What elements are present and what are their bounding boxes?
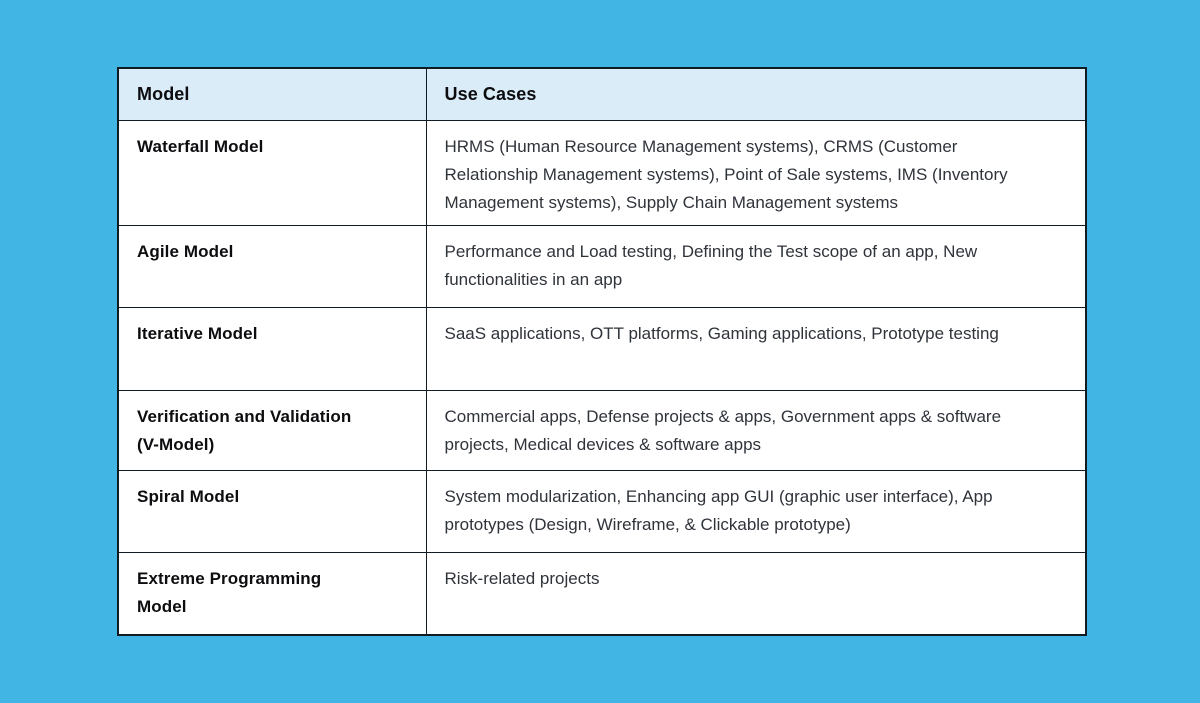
model-name: Spiral Model <box>137 486 240 506</box>
table-row: Spiral Model System modularization, Enha… <box>117 469 1087 553</box>
model-name: Verification and Validation (V-Model) <box>137 406 352 454</box>
use-cases-text: SaaS applications, OTT platforms, Gaming… <box>444 323 999 343</box>
use-cases-cell: System modularization, Enhancing app GUI… <box>425 469 1087 553</box>
column-header-use-cases: Use Cases <box>425 67 1087 121</box>
use-cases-cell: Risk-related projects <box>425 551 1087 636</box>
use-cases-cell: HRMS (Human Resource Management systems)… <box>425 119 1087 226</box>
header-row: Model Use Cases <box>117 67 1087 121</box>
model-cell: Spiral Model <box>117 469 427 553</box>
model-name: Extreme Programming Model <box>137 568 322 616</box>
use-cases-cell: Commercial apps, Defense projects & apps… <box>425 389 1087 471</box>
model-name: Agile Model <box>137 241 234 261</box>
model-name: Iterative Model <box>137 323 258 343</box>
column-header-model: Model <box>117 67 427 121</box>
model-cell: Agile Model <box>117 224 427 308</box>
column-header-use-cases-label: Use Cases <box>444 83 537 104</box>
sdlc-models-table: Model Use Cases Waterfall Model HRMS (Hu… <box>117 67 1087 636</box>
table-row: Iterative Model SaaS applications, OTT p… <box>117 306 1087 391</box>
model-cell: Verification and Validation (V-Model) <box>117 389 427 471</box>
table-row: Verification and Validation (V-Model) Co… <box>117 389 1087 471</box>
table-row: Agile Model Performance and Load testing… <box>117 224 1087 308</box>
model-cell: Waterfall Model <box>117 119 427 226</box>
table-row: Waterfall Model HRMS (Human Resource Man… <box>117 119 1087 226</box>
model-name: Waterfall Model <box>137 136 264 156</box>
use-cases-text: HRMS (Human Resource Management systems)… <box>444 136 1008 212</box>
column-header-model-label: Model <box>137 83 190 104</box>
use-cases-text: Performance and Load testing, Defining t… <box>444 241 978 289</box>
use-cases-text: Risk-related projects <box>444 568 600 588</box>
table-row: Extreme Programming Model Risk-related p… <box>117 551 1087 636</box>
use-cases-text: Commercial apps, Defense projects & apps… <box>444 406 1002 454</box>
use-cases-text: System modularization, Enhancing app GUI… <box>444 486 993 534</box>
model-cell: Extreme Programming Model <box>117 551 427 636</box>
model-cell: Iterative Model <box>117 306 427 391</box>
use-cases-cell: SaaS applications, OTT platforms, Gaming… <box>425 306 1087 391</box>
use-cases-cell: Performance and Load testing, Defining t… <box>425 224 1087 308</box>
table-body: Waterfall Model HRMS (Human Resource Man… <box>117 119 1087 636</box>
